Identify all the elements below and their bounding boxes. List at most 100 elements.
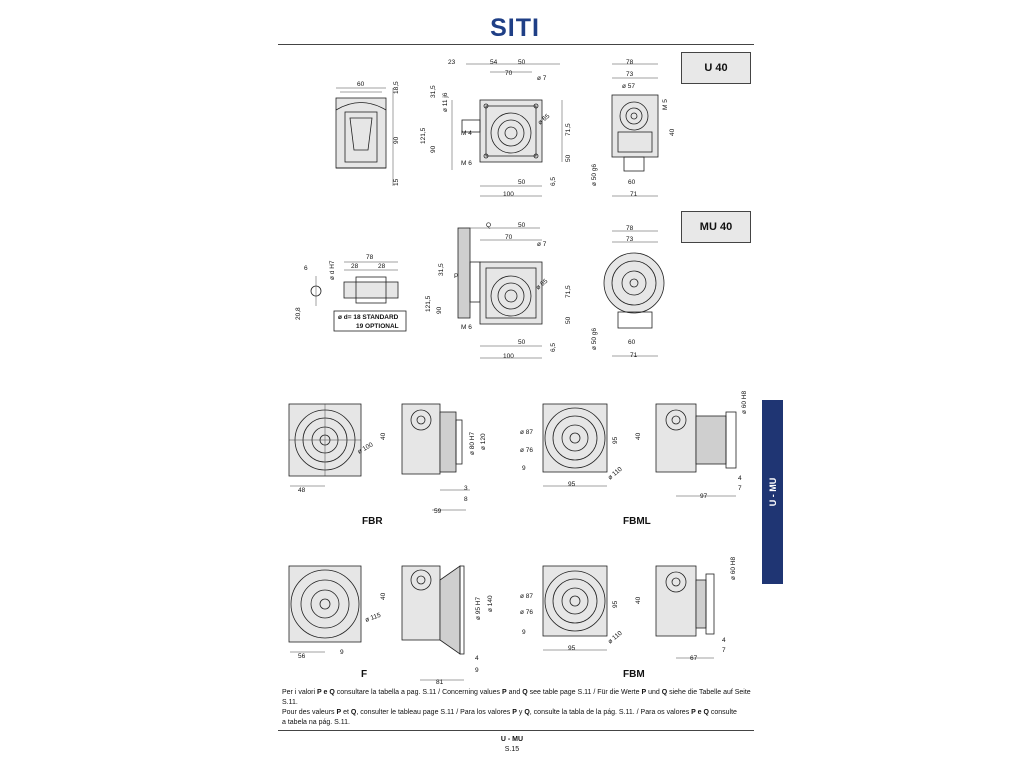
f-drawing: 56 ø 115 9 40 ø 95 H7 ø 140 4 9 81 F xyxy=(288,565,494,686)
fbml-dim-o110: ø 110 xyxy=(607,466,624,482)
note-bold: P xyxy=(512,709,517,716)
fbm-dim-67: 67 xyxy=(690,655,698,662)
f-dim-4: 4 xyxy=(475,655,479,662)
u40-dim-70: 70 xyxy=(505,70,513,77)
mu40-dim-121-5: 121,5 xyxy=(425,295,432,312)
fbml-dim-o76: ø 76 xyxy=(520,447,533,454)
footer-title: U - MU xyxy=(500,736,524,743)
pq-note-line1: Per i valori P e Q consultare la tabella… xyxy=(282,688,757,708)
u40-end-dim-60: 60 xyxy=(628,179,636,186)
u40-dim-o11: ø 11 j6 xyxy=(442,92,449,112)
u40-dim-31-5: 31,5 xyxy=(430,85,437,98)
fbml-label: FBML xyxy=(623,516,651,527)
u40-end-dim-71: 71 xyxy=(630,191,638,198)
mu40-key-od: ø d H7 xyxy=(329,260,336,280)
fbml-dim-o60: ø 60 H8 xyxy=(741,390,748,414)
fbml-dim-9: 9 xyxy=(522,465,526,472)
fbm-dim-o110: ø 110 xyxy=(607,630,624,646)
mu40-key-6: 6 xyxy=(304,265,308,272)
mu40-dim-71-5: 71,5 xyxy=(565,285,572,298)
f-dim-o95: ø 95 H7 xyxy=(475,596,482,620)
u40-side-dim-18-5: 18,5 xyxy=(393,81,400,94)
u40-dim-90: 90 xyxy=(430,145,437,153)
mu40-dim-50-right: 50 xyxy=(565,316,572,324)
note-bold: P e Q xyxy=(691,709,709,716)
note-text: consultare la tabella a pag. S.11 / Conc… xyxy=(334,689,502,696)
u40-side-dim-60: 60 xyxy=(357,81,365,88)
mu40-key-28b: 28 xyxy=(378,263,386,270)
f-dim-9b: 9 xyxy=(475,667,479,674)
note-text: , consulte la tabla de la pág. S.11. / P… xyxy=(529,709,692,716)
mu40-dim-m6: M 6 xyxy=(461,324,472,331)
u40-dim-121-5: 121,5 xyxy=(420,127,427,144)
mu40-shaft-detail: 78 28 28 6 ø d H7 20,8 ø d= 18 STANDARD … xyxy=(295,254,407,332)
mu40-label: MU 40 xyxy=(699,221,733,233)
u40-side-dim-15: 15 xyxy=(393,178,400,186)
fbm-dim-o76: ø 76 xyxy=(520,609,533,616)
f-dim-56: 56 xyxy=(298,653,306,660)
note-text: see table page S.11 / Für die Werte xyxy=(527,689,642,696)
mu40-insert-line1: ø d= 18 STANDARD xyxy=(338,314,399,321)
mu40-end-dim-60: 60 xyxy=(628,339,636,346)
mu40-dim-31-5: 31,5 xyxy=(438,263,445,276)
f-dim-o115: ø 115 xyxy=(364,612,382,624)
fbm-dim-4: 4 xyxy=(722,637,726,644)
mu40-key-78: 78 xyxy=(366,254,374,261)
note-text: Per i valori xyxy=(282,689,318,696)
fbr-dim-8: 8 xyxy=(464,496,468,503)
pq-note: Per i valori P e Q consultare la tabella… xyxy=(282,688,757,728)
note-bold: P xyxy=(336,709,342,716)
note-bold: P xyxy=(641,689,647,696)
fbml-dim-95-right: 95 xyxy=(612,436,619,444)
fbr-drawing: 48 ø 100 40 ø 80 H7 ø 120 3 8 59 FBR xyxy=(288,403,487,527)
note-text: , consulter le tableau page S.11 / Para … xyxy=(356,709,513,716)
note-text: and xyxy=(506,689,523,696)
mu40-end-dim-78: 78 xyxy=(626,225,634,232)
fbml-dim-97: 97 xyxy=(700,493,708,500)
u40-label-box: U 40 xyxy=(681,52,751,84)
u40-end-dim-73: 73 xyxy=(626,71,634,78)
note-bold: P e Q xyxy=(317,689,335,696)
note-bold: P xyxy=(502,689,507,696)
fbr-dim-3: 3 xyxy=(464,485,468,492)
fbr-dim-o120: ø 120 xyxy=(480,433,487,450)
fbm-dim-7: 7 xyxy=(722,647,726,654)
u40-dim-50-right: 50 xyxy=(565,154,572,162)
u40-dim-o7: ø 7 xyxy=(537,75,547,82)
fbr-dim-o80: ø 80 H7 xyxy=(469,431,476,455)
f-dim-o140: ø 140 xyxy=(487,595,494,612)
page-number: S.15 xyxy=(504,746,520,753)
mu40-key-28a: 28 xyxy=(351,263,359,270)
fbm-dim-40: 40 xyxy=(635,596,642,604)
fbml-dim-o87: ø 87 xyxy=(520,429,533,436)
u40-end-dim-78: 78 xyxy=(626,59,634,66)
fbm-dim-o87: ø 87 xyxy=(520,593,533,600)
mu40-end-dim-o50: ø 50 g6 xyxy=(591,328,598,350)
fbml-dim-40: 40 xyxy=(635,432,642,440)
u40-dim-71-5: 71,5 xyxy=(565,123,572,136)
u40-front-view: 23 54 50 70 ø 7 31,5 ø 11 j6 121,5 90 M … xyxy=(420,59,572,198)
u40-end-dim-m5: M 5 xyxy=(662,99,669,110)
note-text: consulte xyxy=(708,709,737,716)
header-rule xyxy=(278,44,754,45)
u40-end-view: 78 73 ø 57 M 5 40 ø 50 g6 60 71 xyxy=(591,59,676,198)
fbm-dim-95-right: 95 xyxy=(612,600,619,608)
u40-dim-23: 23 xyxy=(448,59,456,66)
u40-dim-6-5: 6,5 xyxy=(550,177,557,186)
mu40-insert-line2: 19 OPTIONAL xyxy=(356,323,399,330)
fbr-label: FBR xyxy=(362,516,383,527)
note-bold: Q xyxy=(661,689,668,696)
fbm-label: FBM xyxy=(623,669,645,680)
f-dim-40: 40 xyxy=(380,592,387,600)
mu40-dim-70: 70 xyxy=(505,234,513,241)
note-text: und xyxy=(646,689,662,696)
note-text: y xyxy=(516,709,525,716)
mu40-key-20-8: 20,8 xyxy=(295,307,302,320)
mu40-dim-100: 100 xyxy=(503,353,514,360)
u40-end-dim-o50: ø 50 g6 xyxy=(591,164,598,186)
u40-dim-100: 100 xyxy=(503,191,514,198)
mu40-dim-6-5: 6,5 xyxy=(550,343,557,352)
fbr-dim-48: 48 xyxy=(298,487,306,494)
fbm-dim-o60: ø 60 H8 xyxy=(730,556,737,580)
